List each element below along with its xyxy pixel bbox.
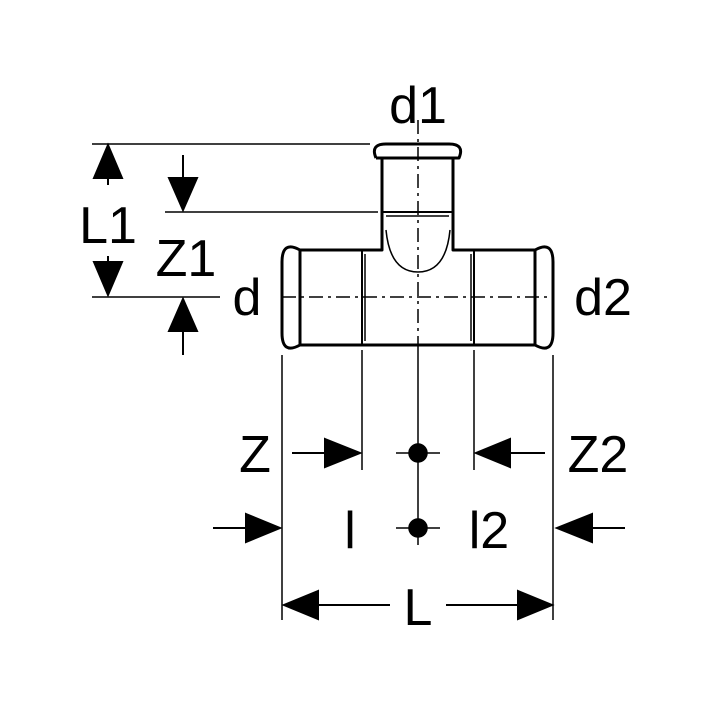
Z1-bottom-arrowhead	[167, 296, 199, 332]
center-dot-lower	[408, 518, 428, 538]
l-arrowhead	[245, 512, 283, 544]
junction-curve	[385, 229, 451, 273]
center-dot-upper	[408, 443, 428, 463]
label-d: d	[233, 269, 262, 327]
branch-socket	[372, 142, 463, 212]
label-l: l	[344, 502, 356, 560]
label-d1: d1	[389, 77, 447, 135]
center-lines	[282, 120, 553, 345]
extension-lines	[92, 143, 554, 620]
tee-fitting	[280, 142, 555, 350]
center-markers	[396, 443, 440, 538]
label-L: L	[404, 579, 433, 637]
L-right-arrowhead	[517, 589, 555, 621]
L-left-arrowhead	[281, 589, 319, 621]
label-d2: d2	[574, 269, 632, 327]
L1-bottom-arrowhead	[92, 261, 124, 298]
label-L1: L1	[79, 197, 137, 255]
dimension-arrows	[92, 142, 625, 621]
Z2-arrowhead	[473, 437, 511, 469]
Z-arrowhead	[324, 437, 363, 469]
L1-top-arrowhead	[92, 142, 124, 179]
label-l2: l2	[469, 502, 509, 560]
l2-arrowhead	[554, 512, 593, 544]
dimension-labels: d1 L1 Z1 d d2 Z Z2 l l2 L	[79, 77, 632, 637]
label-Z: Z	[239, 426, 271, 484]
label-Z1: Z1	[156, 230, 217, 288]
label-Z2: Z2	[568, 426, 629, 484]
Z1-top-arrowhead	[167, 177, 199, 213]
